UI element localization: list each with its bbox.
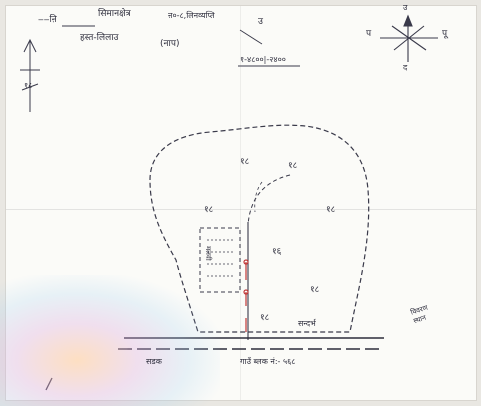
area-label-3: १८ (204, 205, 214, 215)
red-survey-marks (243, 259, 249, 332)
plot-note: सन्दर्भ (298, 319, 316, 328)
north-arrow-left (20, 38, 40, 112)
header-word-1: ‒‒ऩि (38, 15, 57, 25)
fold-crease-vertical (240, 6, 241, 400)
road-label: सडक (146, 357, 162, 366)
compass-east: पू (442, 29, 448, 39)
area-label-8: १८ (24, 81, 33, 90)
area-label-4: १८ (326, 205, 336, 215)
light-glare (0, 275, 220, 406)
area-label-2: १८ (288, 161, 298, 171)
header-word-5: (नाप) (160, 39, 180, 49)
block-number-label: गाउँ ब्लक नं:- ५६८ (240, 357, 296, 366)
header-marker: उ (258, 17, 263, 27)
area-label-7: १८ (260, 313, 270, 323)
building-box-label: मलवी (204, 246, 212, 261)
area-label-5: १६ (272, 247, 282, 257)
area-label-6: १८ (310, 285, 320, 295)
scale-text: १-४८००|-२४०० (240, 55, 286, 64)
header-word-3: ऩ०-८,लिनव्यप्ति (168, 11, 215, 20)
compass-rose (380, 14, 438, 62)
inner-boundary-curve-2 (254, 181, 263, 213)
header-word-2: सिमानक्षेत्र (98, 9, 131, 19)
header-strokes (62, 25, 300, 67)
area-label-1: १८ (240, 157, 250, 167)
building-box (199, 227, 241, 293)
fold-crease-horizontal (6, 209, 476, 210)
compass-north: उ (403, 3, 408, 12)
compass-south: द (403, 63, 408, 72)
inner-boundary-curve (247, 174, 291, 240)
plot-boundary-outline (149, 124, 370, 333)
header-word-4: हस्त-लिलाउ (80, 33, 119, 43)
compass-west: प (366, 29, 372, 39)
